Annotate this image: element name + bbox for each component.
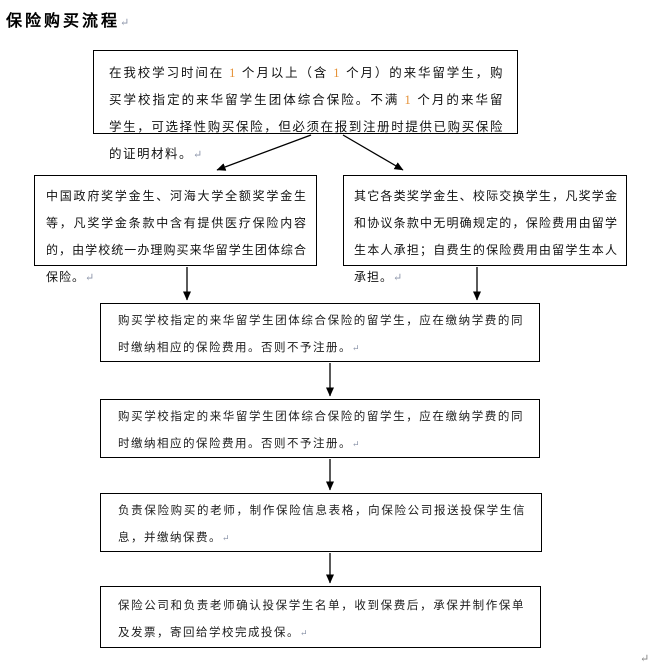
flow-box-start: 在我校学习时间在 1 个月以上（含 1 个月）的来华留学生，购买学校指定的来华留… bbox=[93, 50, 518, 161]
document-end-paragraph-mark: ↵ bbox=[640, 653, 650, 665]
flow-box-pay-with-tuition-1: 购买学校指定的来华留学生团体综合保险的留学生，应在缴纳学费的同时缴纳相应的保险费… bbox=[100, 303, 540, 362]
flow-box-scholarship-students: 中国政府奖学金生、河海大学全额奖学金生等，凡奖学金条款中含有提供医疗保险内容的，… bbox=[34, 175, 317, 284]
flow-box-teacher-submit: 负责保险购买的老师，制作保险信息表格，向保险公司报送投保学生信息，并缴纳保费。↵ bbox=[100, 493, 542, 552]
flow-box-pay-with-tuition-2: 购买学校指定的来华留学生团体综合保险的留学生，应在缴纳学费的同时缴纳相应的保险费… bbox=[100, 399, 540, 458]
page-title: 保险购买流程↵ bbox=[6, 7, 129, 31]
page-title-text: 保险购买流程 bbox=[6, 13, 121, 30]
flow-box-insurer-confirm: 保险公司和负责老师确认投保学生名单，收到保费后，承保并制作保单及发票，寄回给学校… bbox=[100, 586, 541, 648]
flow-box-other-students: 其它各类奖学金生、校际交换学生，凡奖学金和协议条款中无明确规定的，保险费用由留学… bbox=[343, 175, 627, 284]
paragraph-return-mark: ↵ bbox=[120, 17, 130, 29]
